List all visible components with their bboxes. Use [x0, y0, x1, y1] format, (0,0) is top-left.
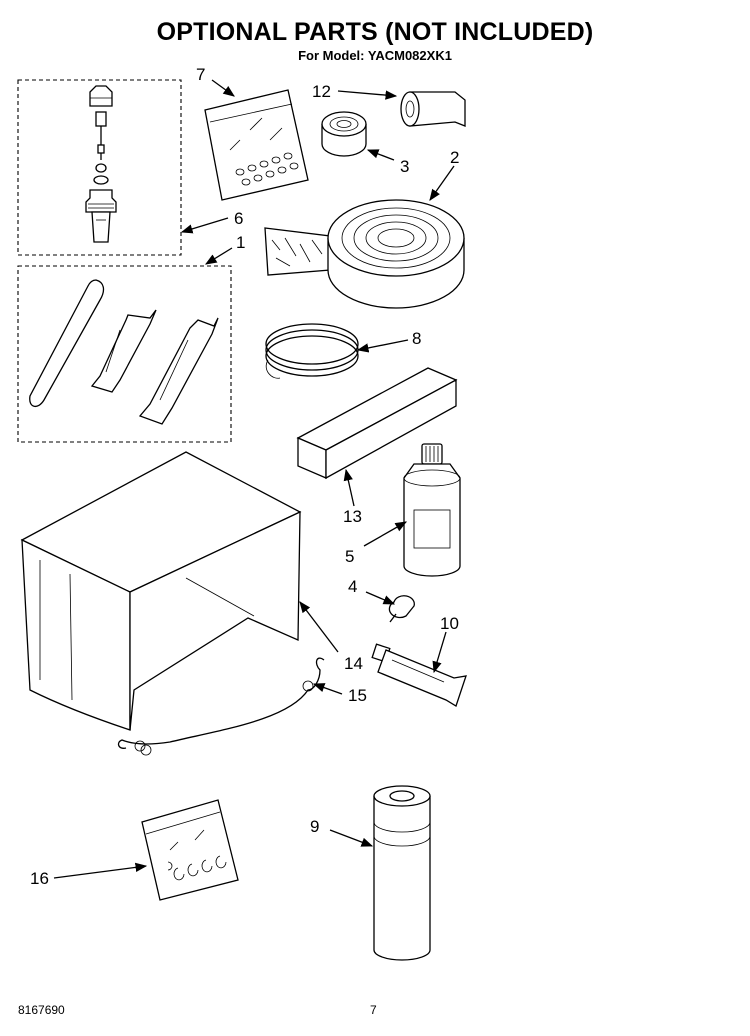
- leader-8: [356, 339, 409, 353]
- leader-3: [366, 149, 395, 161]
- bottle: [403, 443, 461, 577]
- leader-lines: [53, 79, 455, 879]
- screw-bag: [204, 89, 309, 201]
- callout-4: 4: [348, 577, 357, 596]
- foam-block: [296, 367, 458, 480]
- callout-1: 1: [236, 233, 245, 252]
- callout-5: 5: [345, 547, 354, 566]
- leader-12: [337, 90, 398, 100]
- bungee-cord: [117, 657, 325, 756]
- callout-labels: 7 12 3 2 6 1 8 13 5 4 10 14 15 9 16: [30, 65, 459, 888]
- callout-13: 13: [343, 507, 362, 526]
- page-title: OPTIONAL PARTS (NOT INCLUDED): [156, 18, 594, 46]
- leader-13: [343, 468, 355, 507]
- leader-4: [365, 591, 396, 605]
- page-number: 7: [370, 1003, 377, 1017]
- small-cap: [388, 595, 415, 623]
- spray-can: [373, 785, 431, 961]
- callout-14: 14: [344, 654, 363, 673]
- callout-9: 9: [310, 817, 319, 836]
- paste-tube: [371, 643, 467, 707]
- callout-8: 8: [412, 329, 421, 348]
- leader-14: [299, 601, 339, 653]
- clip-bag: [141, 799, 239, 901]
- callout-2: 2: [450, 148, 459, 167]
- leader-5: [363, 521, 408, 547]
- leader-15: [312, 683, 343, 695]
- callout-10: 10: [440, 614, 459, 633]
- tape-roll-12: [400, 91, 466, 127]
- leader-1: [205, 247, 233, 265]
- callout-7: 7: [196, 65, 205, 84]
- callout-12: 12: [312, 82, 331, 101]
- leader-6: [180, 217, 229, 234]
- leader-7: [211, 79, 235, 97]
- leader-2: [429, 165, 455, 201]
- model-subtitle: For Model: YACM082XK1: [298, 48, 452, 63]
- group-box-6: [17, 79, 182, 256]
- leader-10: [432, 631, 447, 674]
- group-box-1: [17, 265, 232, 443]
- coil-band: [265, 323, 359, 379]
- insulation-strip-and-tubes: [29, 279, 219, 425]
- callout-16: 16: [30, 869, 49, 888]
- callout-6: 6: [234, 209, 243, 228]
- unit-cover: [20, 451, 302, 731]
- callout-3: 3: [400, 157, 409, 176]
- valve-part: [85, 85, 117, 243]
- foam-tape-roll: [264, 199, 465, 309]
- tape-roll-3: [321, 111, 367, 157]
- doc-number: 8167690: [18, 1003, 65, 1017]
- callout-15: 15: [348, 686, 367, 705]
- leader-9: [329, 829, 374, 847]
- leader-16: [53, 862, 148, 879]
